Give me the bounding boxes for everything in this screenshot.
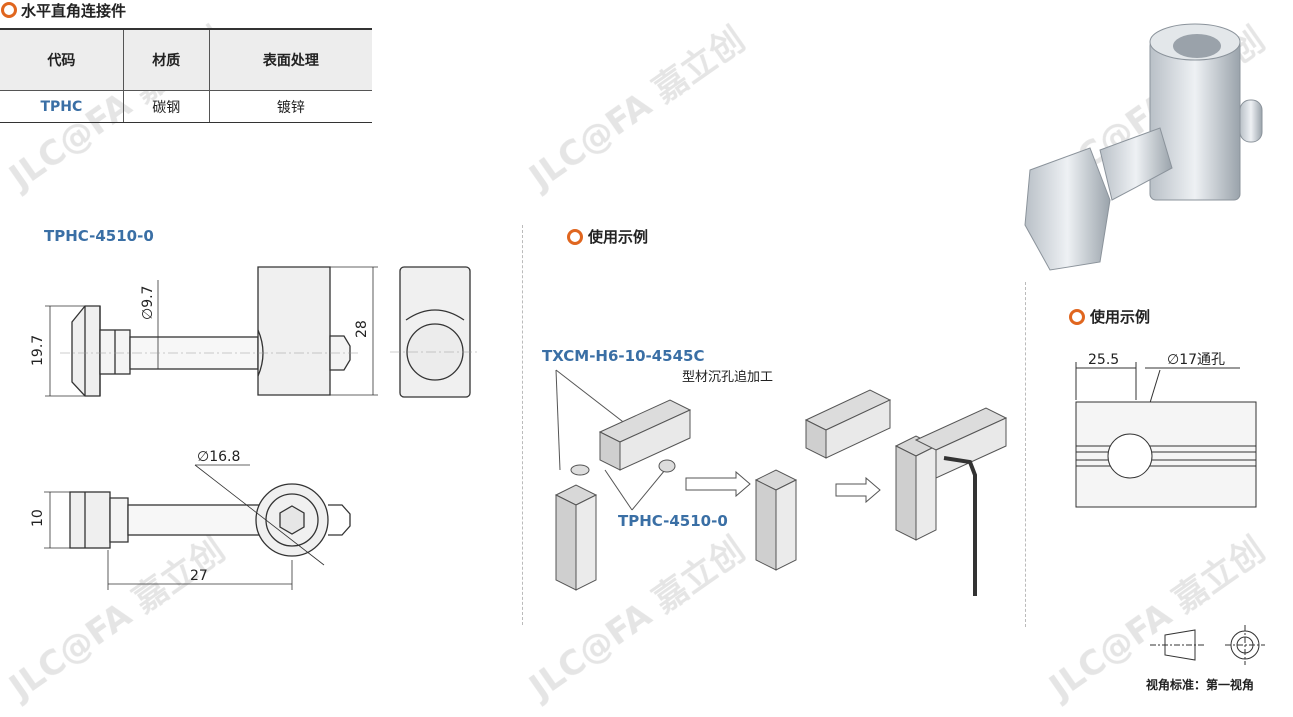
technical-drawing: 19.7 ∅9.7 28 ∅16.8 10 27 xyxy=(30,266,480,590)
arrow-right-icon xyxy=(835,476,881,504)
projection-symbol-icon xyxy=(1150,625,1265,665)
column-header: 表面处理 xyxy=(208,28,372,91)
page-title: 水平直角连接件 xyxy=(21,2,127,20)
usage-example-2-title: 使用示例 xyxy=(1090,308,1151,326)
top-view-shaft xyxy=(127,504,269,536)
column-header: 代码 xyxy=(0,28,124,91)
arrow-right-icon xyxy=(685,470,751,498)
head-shape xyxy=(71,305,101,397)
section-bullet-icon xyxy=(567,229,583,245)
product-image xyxy=(1024,23,1263,271)
connector-code: TPHC-4510-0 xyxy=(618,512,728,530)
body-shape xyxy=(257,266,331,396)
dim-offset: 25.5 xyxy=(1088,352,1119,368)
table-header-row: 代码 材质 表面处理 xyxy=(0,28,372,91)
profile-code: TXCM-H6-10-4545C xyxy=(542,347,705,365)
svg-text:JLC@FA 嘉立创: JLC@FA 嘉立创 xyxy=(521,20,753,199)
dim-width: 10 xyxy=(30,509,46,527)
drawing-part-code: TPHC-4510-0 xyxy=(44,227,154,245)
profile-note: 型材沉孔追加工 xyxy=(682,370,774,385)
cell-material: 碳钢 xyxy=(122,90,210,123)
hex-key xyxy=(943,456,977,596)
dim-hole: ∅17通孔 xyxy=(1167,352,1225,368)
top-view-head xyxy=(69,491,111,549)
dim-shaft-diameter: ∅9.7 xyxy=(140,286,156,320)
cell-surface: 镀锌 xyxy=(208,90,372,123)
hex-socket xyxy=(279,505,305,535)
view-standard: 视角标准：第一视角 xyxy=(1146,678,1255,692)
dim-head-height: 19.7 xyxy=(30,335,46,366)
usage-example-title: 使用示例 xyxy=(588,228,649,246)
dim-body-height: 28 xyxy=(354,320,370,338)
section-bullet-icon xyxy=(1,2,17,18)
table-row: TPHC 碳钢 镀锌 xyxy=(0,90,372,123)
section-bullet-icon xyxy=(1069,309,1085,325)
dim-head-diameter: ∅16.8 xyxy=(197,449,240,465)
divider xyxy=(1025,282,1026,627)
profile-hole-drawing: 25.5 ∅17通孔 xyxy=(1075,352,1257,508)
spec-table: 代码 材质 表面处理 TPHC 碳钢 镀锌 xyxy=(0,28,372,123)
cell-code: TPHC xyxy=(0,90,124,123)
divider xyxy=(522,225,523,625)
dim-length: 27 xyxy=(190,568,208,584)
assembly-illustration xyxy=(554,369,1008,596)
column-header: 材质 xyxy=(122,28,210,91)
